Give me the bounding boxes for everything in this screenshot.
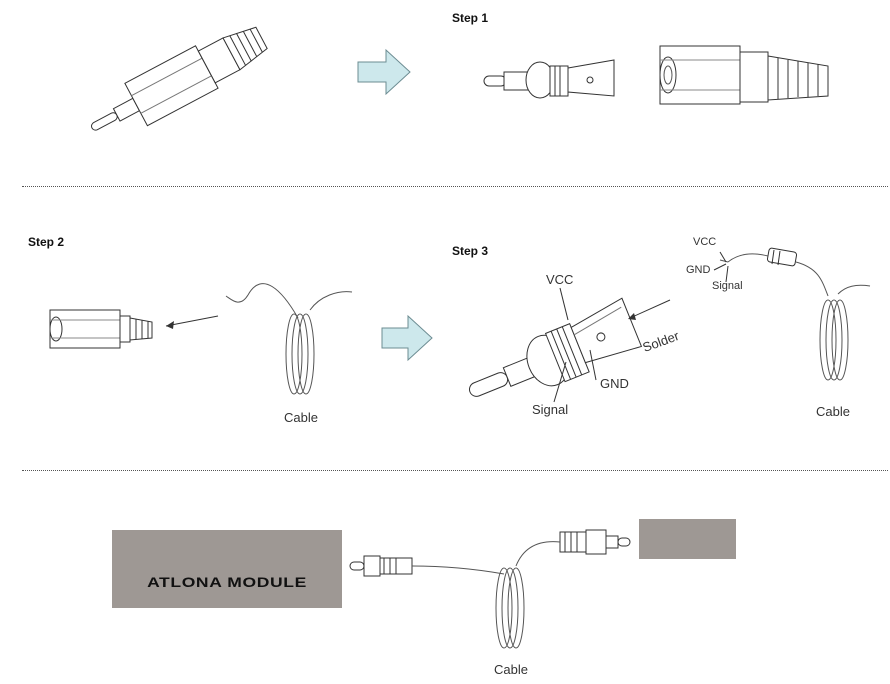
- cable-coil-step2: [225, 283, 353, 395]
- plug-solder-detail: [468, 297, 643, 397]
- gnd-label-step3: GND: [600, 376, 629, 391]
- section-divider-1: [22, 186, 888, 187]
- leader-lines-step3: [553, 287, 671, 403]
- signal-label-step3: Signal: [532, 402, 569, 417]
- step2-title: Step 2: [28, 235, 65, 249]
- arrow-step2: [381, 314, 433, 362]
- cable-label-final: Cable: [494, 662, 528, 677]
- atlona-module-box: ATLONA MODULE: [112, 530, 342, 608]
- plug-pin-step1: [483, 59, 615, 99]
- arrow-step1: [357, 48, 411, 96]
- vcc-label-cable: VCC: [693, 236, 717, 248]
- plug-housing-step1: [659, 45, 829, 105]
- gnd-label-cable: GND: [686, 264, 711, 276]
- device-box: [639, 519, 736, 559]
- step1-title: Step 1: [452, 11, 489, 25]
- atlona-module-label: ATLONA MODULE: [147, 574, 307, 590]
- step3-title: Step 3: [452, 244, 489, 258]
- cable-label-step2: Cable: [284, 410, 318, 425]
- signal-label-cable: Signal: [712, 280, 743, 292]
- vcc-label-step3: VCC: [546, 272, 574, 287]
- plug-housing-step2: [49, 309, 153, 349]
- final-assembly-cable: [349, 529, 631, 649]
- section-divider-2: [22, 470, 888, 471]
- assembled-plug-step1: [91, 26, 268, 131]
- cable-label-step3: Cable: [816, 404, 850, 419]
- cable-with-plug-step3: [713, 247, 871, 381]
- direction-arrow-step2: [165, 315, 219, 329]
